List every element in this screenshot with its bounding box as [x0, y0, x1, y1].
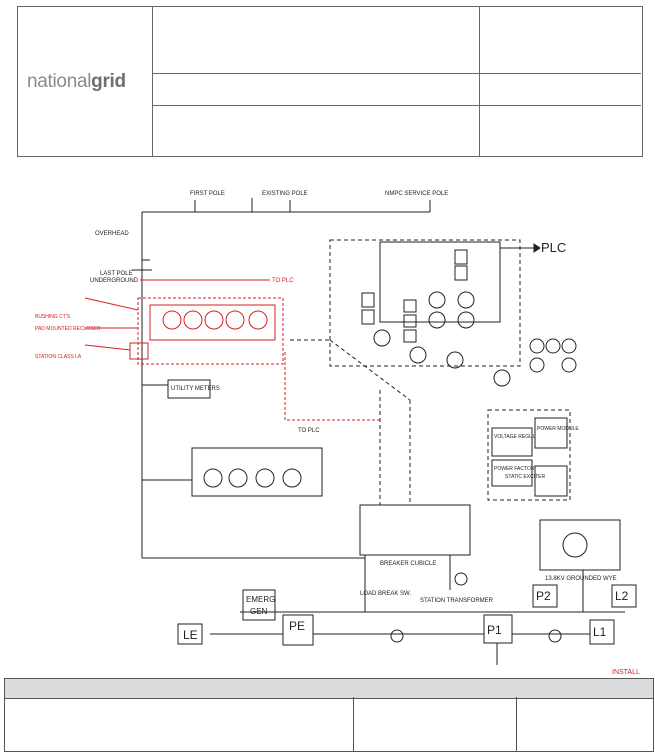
- emerg-label: EMERG: [246, 595, 275, 604]
- pad-recloser-label: PAD MOUNTED RECLOSER: [35, 326, 101, 332]
- gen-label: GEN: [250, 607, 268, 616]
- last-pole-label: LAST POLE: [100, 271, 133, 277]
- utility-meters-label: UTILITY METERS: [171, 386, 220, 392]
- static-exciter-label: STATIC EXCITER: [505, 474, 545, 480]
- breaker-cubicle-label: BREAKER CUBICLE: [380, 561, 436, 567]
- voltage-regul-label: VOLTAGE REGUL: [494, 434, 536, 440]
- header-info-cell-3: [479, 105, 641, 156]
- footer-divider-1: [353, 697, 354, 751]
- p2-label: P2: [536, 589, 551, 603]
- load-break-sw-label: LOAD BREAK SW.: [360, 591, 411, 597]
- red-to-plc-label: TO PLC: [272, 278, 294, 284]
- le-label: LE: [183, 628, 198, 642]
- overhead-label: OVERHEAD: [95, 231, 129, 237]
- existing-pole-label: EXISTING POLE: [262, 191, 308, 197]
- plc-label: PLC: [541, 240, 566, 255]
- title-block-header: nationalgrid: [17, 6, 643, 157]
- header-title-cell: [152, 7, 480, 74]
- to-plc-label: TO PLC: [298, 428, 320, 434]
- l1-label: L1: [593, 625, 607, 639]
- header-info-cell-1: [479, 7, 641, 74]
- footer-divider-2: [516, 697, 517, 751]
- grounded-wye-label: 13.8KV GROUNDED WYE: [545, 576, 617, 582]
- station-transformer-label: STATION TRANSFORMER: [420, 598, 494, 604]
- underground-label: UNDERGROUND: [90, 278, 139, 284]
- footer-header-bar: [4, 678, 654, 699]
- pe-label: PE: [289, 619, 305, 633]
- l2-label: L2: [615, 589, 629, 603]
- first-pole-label: FIRST POLE: [190, 191, 225, 197]
- station-class-la-label: STATION CLASS LA: [35, 354, 82, 360]
- single-line-diagram: OVERHEAD LAST POLE UNDERGROUND FIRST POL…: [35, 191, 640, 676]
- national-grid-logo: nationalgrid: [27, 71, 126, 92]
- power-factor-label: POWER FACTOR: [494, 466, 535, 472]
- title-block-footer: [4, 697, 654, 752]
- power-module-label: POWER MODULE: [537, 426, 579, 432]
- logo-cell: nationalgrid: [18, 7, 153, 156]
- nmpc-service-pole-label: NMPC SERVICE POLE: [385, 191, 448, 197]
- install-label: INSTALL: [612, 669, 640, 676]
- header-desc-cell: [152, 105, 480, 156]
- p1-label: P1: [487, 623, 502, 637]
- header-subtitle-cell: [152, 73, 480, 106]
- header-info-cell-2: [479, 73, 641, 106]
- bushing-cts-label: BUSHING CT'S: [35, 314, 71, 320]
